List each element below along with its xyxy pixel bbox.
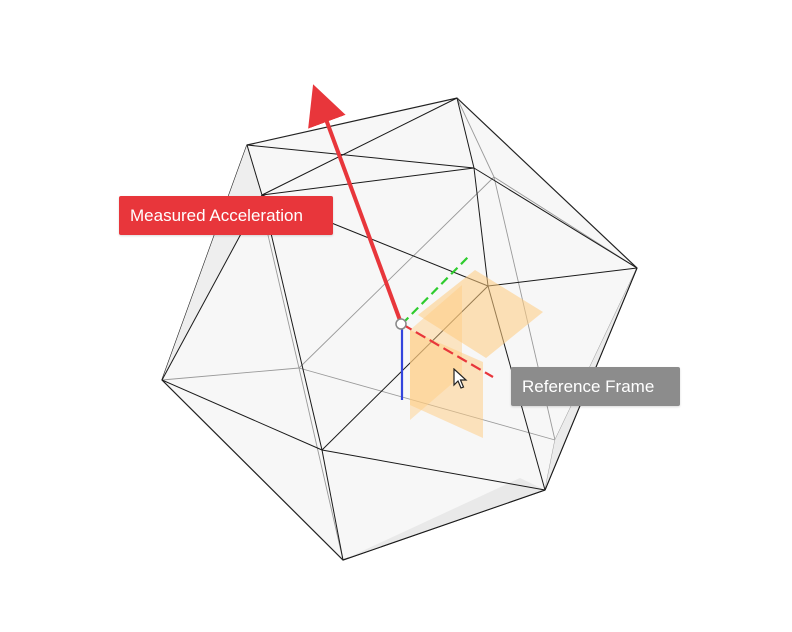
z-axis xyxy=(401,254,471,325)
mouse-pointer-icon xyxy=(453,368,468,389)
reference-frame-axes xyxy=(400,254,494,400)
acceleration-vector xyxy=(308,84,403,324)
reference-frame-label: Reference Frame xyxy=(511,367,680,406)
measured-acceleration-label: Measured Acceleration xyxy=(119,196,333,235)
reference-frame-planes xyxy=(410,270,543,438)
xy-plane xyxy=(418,270,543,358)
x-axis xyxy=(401,323,494,378)
origin-point[interactable] xyxy=(395,318,407,330)
xz-plane xyxy=(410,330,483,438)
